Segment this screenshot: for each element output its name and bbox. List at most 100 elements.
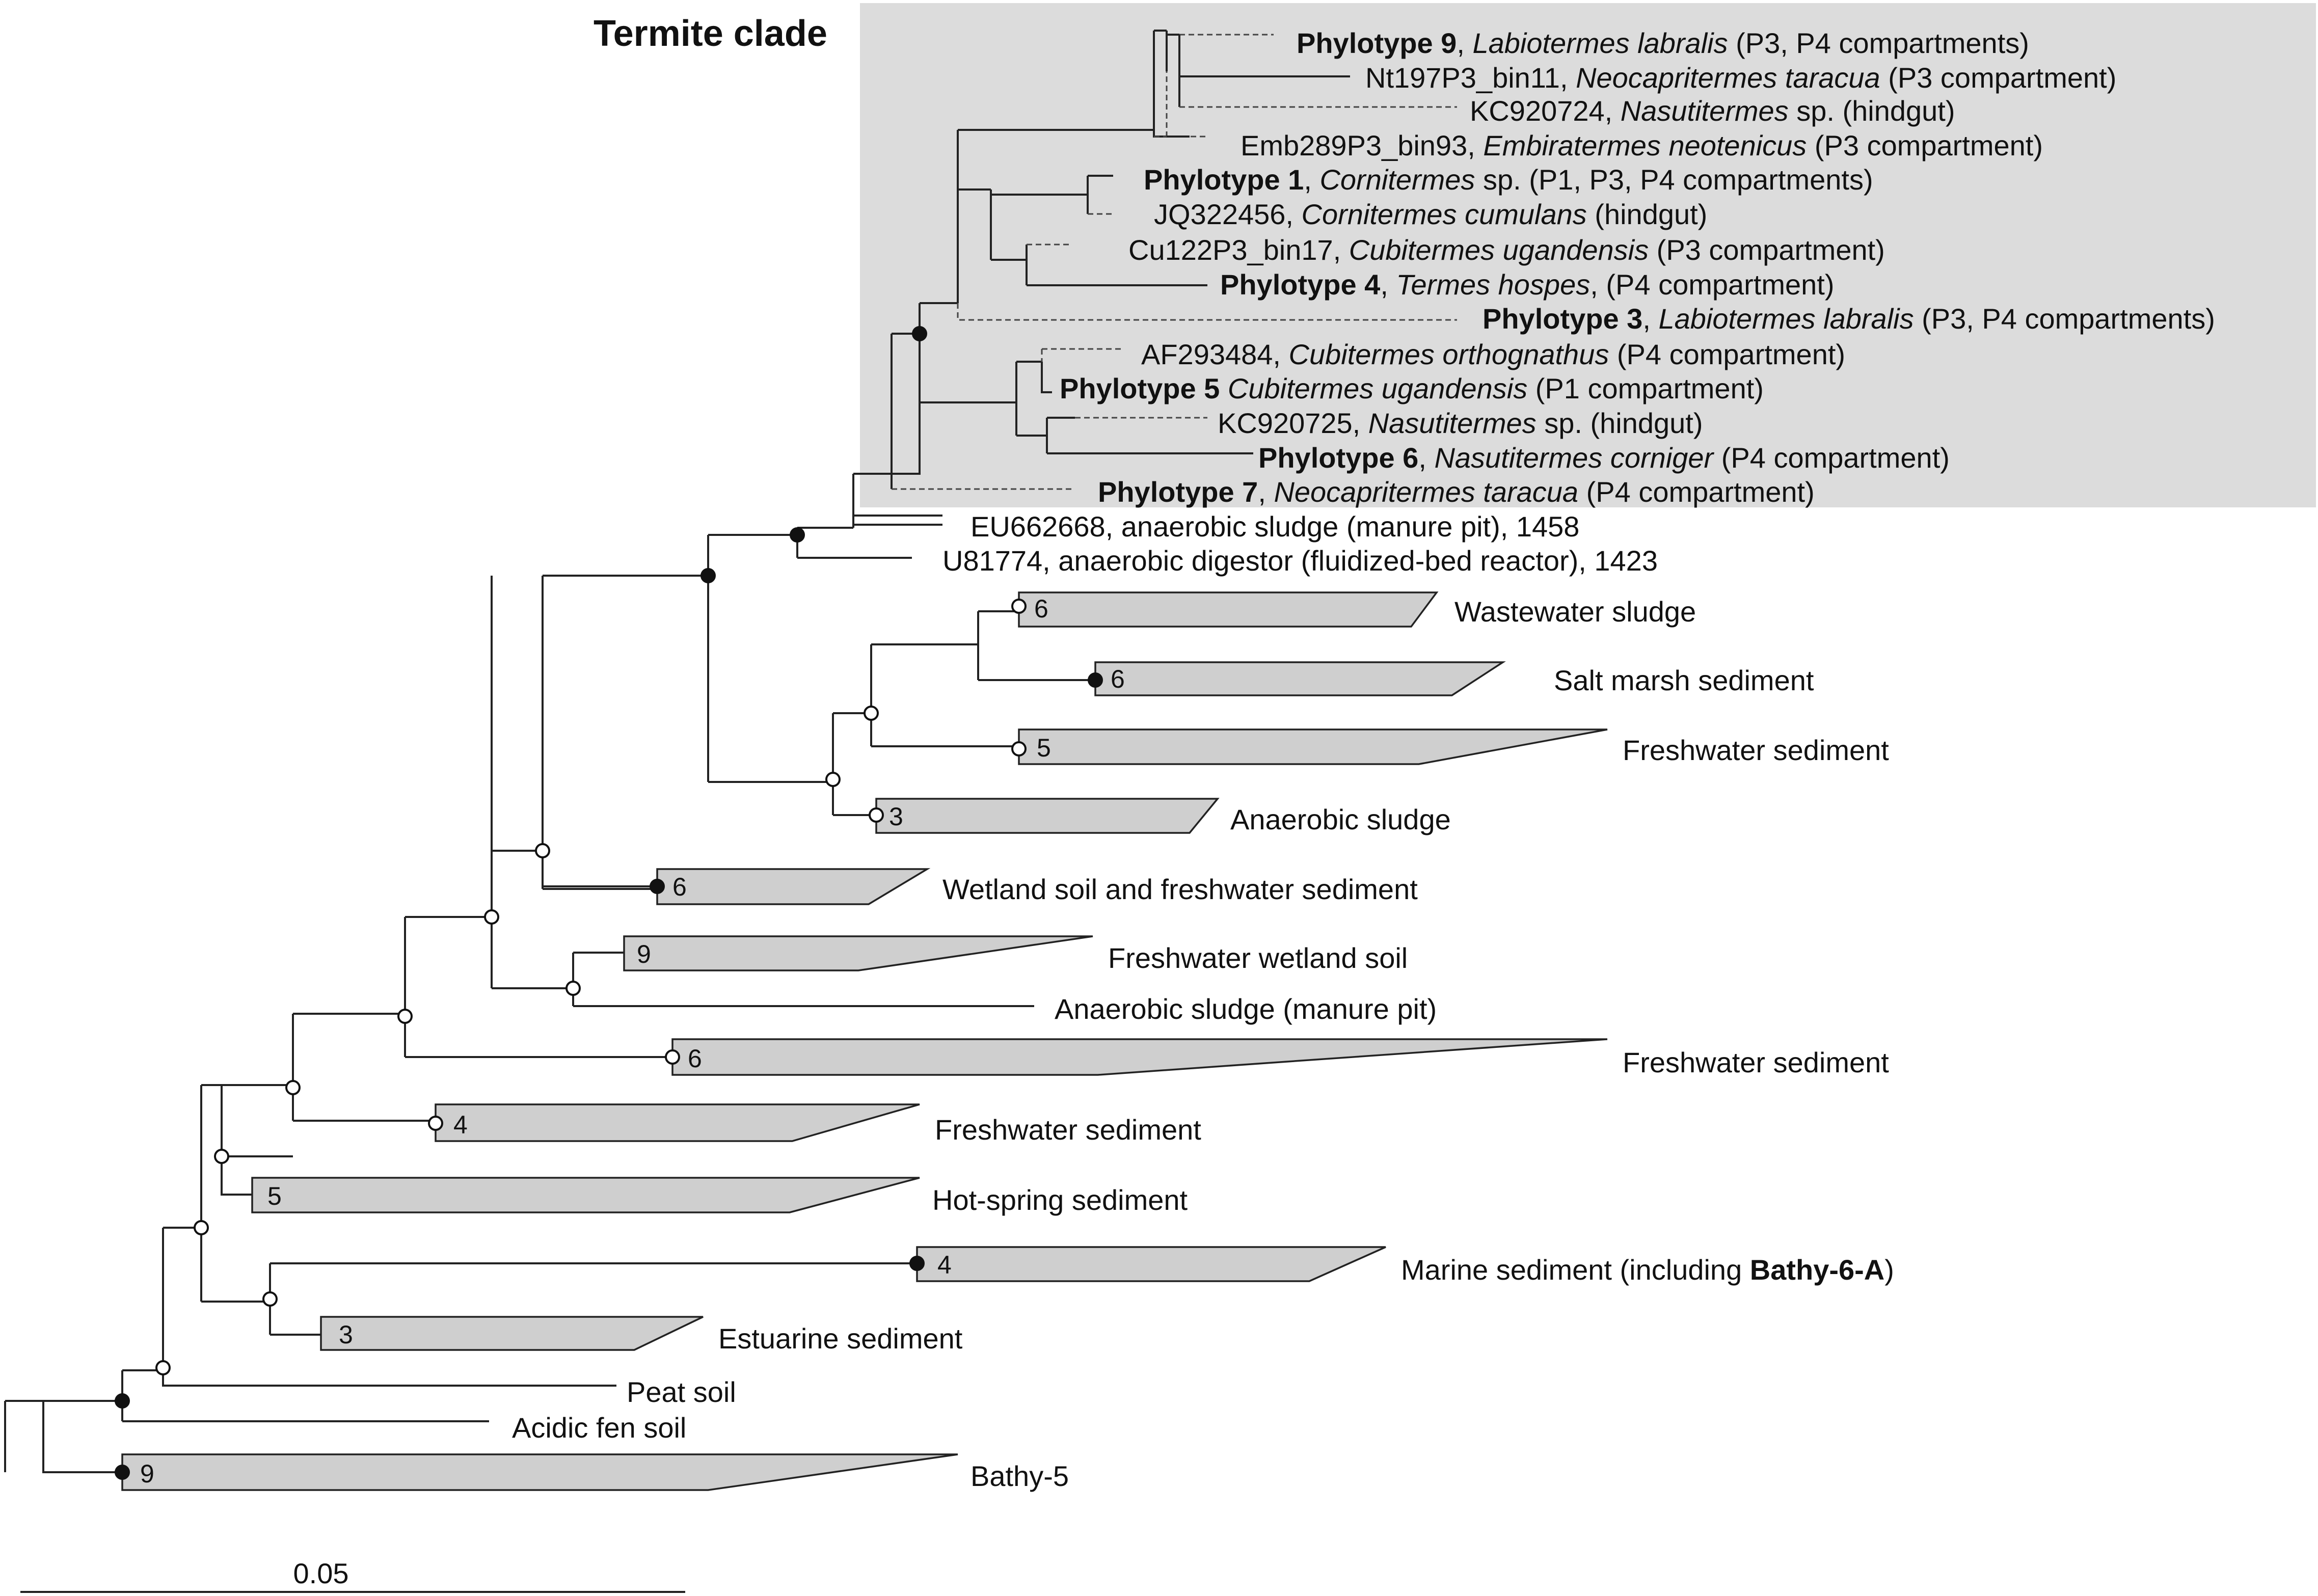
label-part: Cornitermes cumulans xyxy=(1302,198,1587,230)
wedge-freshwater-sediment-1 xyxy=(1018,728,1608,765)
node-open xyxy=(155,1360,171,1375)
node-filled xyxy=(1088,672,1103,688)
clade-label-marine-sediment: Marine sediment (including Bathy-6-A) xyxy=(1401,1254,1894,1286)
label-part: Salt marsh sediment xyxy=(1554,664,1814,696)
label-part: Hot-spring sediment xyxy=(932,1184,1188,1216)
label-part: Marine sediment (including xyxy=(1401,1254,1750,1286)
wedge-freshwater-wetland-soil xyxy=(623,935,1093,971)
clade-label-freshwater-sediment-2: Freshwater sediment xyxy=(1623,1046,1889,1078)
count-freshwater-wetland-soil: 9 xyxy=(637,940,651,968)
node-open xyxy=(285,1080,301,1095)
label-part: Termes hospes xyxy=(1396,268,1590,301)
collapsed-clade-wedges xyxy=(121,591,1608,1491)
label-part: Labiotermes labralis xyxy=(1658,303,1913,335)
label-part: , xyxy=(1380,268,1396,301)
node-filled xyxy=(115,1393,130,1409)
outgroup-labels: EU662668, anaerobic sludge (manure pit),… xyxy=(512,510,1658,1444)
label-part: , xyxy=(1418,442,1434,474)
count-salt-marsh-sediment: 6 xyxy=(1111,665,1125,693)
label-part: Bathy-6-A xyxy=(1750,1254,1884,1286)
label-part: ) xyxy=(1884,1254,1894,1286)
clade-label-salt-marsh-sediment: Salt marsh sediment xyxy=(1554,664,1814,696)
count-wetland-soil: 6 xyxy=(672,873,687,901)
label-part: Wastewater sludge xyxy=(1454,596,1696,628)
leaf-emb289p3-bin93: Emb289P3_bin93, Embiratermes neotenicus … xyxy=(1241,129,2043,161)
leaf-phylotype-5: Phylotype 5 Cubitermes ugandensis (P1 co… xyxy=(1060,372,1764,404)
leaf-eu662668: EU662668, anaerobic sludge (manure pit),… xyxy=(971,510,1579,543)
leaf-jq322456: JQ322456, Cornitermes cumulans (hindgut) xyxy=(1154,198,1707,230)
count-marine-sediment: 4 xyxy=(937,1251,952,1279)
wedge-wetland-soil xyxy=(656,868,931,905)
label-part: (hindgut) xyxy=(1587,198,1708,230)
leaf-u81774: U81774, anaerobic digestor (fluidized-be… xyxy=(942,545,1658,577)
label-part: Phylotype 7 xyxy=(1098,476,1258,508)
node-open xyxy=(1011,741,1027,756)
label-part: Emb289P3_bin93, xyxy=(1241,129,1483,161)
leaf-phylotype-6: Phylotype 6, Nasutitermes corniger (P4 c… xyxy=(1258,442,1950,474)
clade-label-wetland-soil: Wetland soil and freshwater sediment xyxy=(942,873,1418,905)
label-part: Nasutitermes xyxy=(1368,407,1537,439)
label-part: Acidic fen soil xyxy=(512,1412,686,1444)
label-part: Phylotype 6 xyxy=(1258,442,1418,474)
label-part: Nasutitermes xyxy=(1621,95,1789,127)
wedge-freshwater-sediment-3 xyxy=(435,1103,920,1142)
label-part: Estuarine sediment xyxy=(718,1322,963,1355)
count-wastewater-sludge: 6 xyxy=(1034,594,1048,623)
label-part: Nt197P3_bin11, xyxy=(1365,62,1576,94)
label-part: , xyxy=(1304,164,1319,196)
node-open xyxy=(665,1049,680,1065)
scale-bar: 0.05 xyxy=(20,1557,685,1593)
leaf-peat-soil: Peat soil xyxy=(627,1376,736,1408)
termite-clade-title: Termite clade xyxy=(594,13,827,54)
wedge-wastewater-sludge xyxy=(1018,591,1439,628)
node-filled xyxy=(790,527,805,543)
label-part: Phylotype 3 xyxy=(1483,303,1642,335)
clade-label-freshwater-wetland-soil: Freshwater wetland soil xyxy=(1108,942,1408,974)
node-open xyxy=(869,807,884,823)
wedge-anaerobic-sludge xyxy=(875,798,1220,834)
node-filled xyxy=(909,1256,925,1271)
leaf-phylotype-9: Phylotype 9, Labiotermes labralis (P3, P… xyxy=(1297,27,2029,59)
termite-clade-labels: Phylotype 9, Labiotermes labralis (P3, P… xyxy=(1060,27,2215,508)
label-part: Freshwater sediment xyxy=(935,1114,1201,1146)
node-filled xyxy=(650,879,665,894)
label-part: sp. (P1, P3, P4 compartments) xyxy=(1475,164,1873,196)
label-part: (P1 compartment) xyxy=(1527,372,1764,404)
count-bathy-5: 9 xyxy=(140,1459,154,1488)
label-part: Wetland soil and freshwater sediment xyxy=(942,873,1418,905)
leaf-anaerobic-sludge-manure-pit: Anaerobic sludge (manure pit) xyxy=(1055,993,1437,1025)
clade-counts: 6 6 5 3 6 9 6 4 5 4 3 9 xyxy=(140,594,1125,1488)
label-part: Phylotype 4 xyxy=(1220,268,1380,301)
label-part: Freshwater sediment xyxy=(1623,1046,1889,1078)
label-part: sp. (hindgut) xyxy=(1537,407,1703,439)
node-open xyxy=(214,1149,229,1164)
wedge-marine-sediment xyxy=(916,1246,1386,1282)
count-hot-spring-sediment: 5 xyxy=(267,1182,282,1210)
label-part: Cubitermes ugandensis xyxy=(1228,372,1527,404)
leaf-acidic-fen-soil: Acidic fen soil xyxy=(512,1412,686,1444)
node-open xyxy=(864,706,879,721)
scale-bar-label: 0.05 xyxy=(293,1557,349,1589)
label-part: Cubitermes ugandensis xyxy=(1349,234,1649,266)
label-part: Cornitermes xyxy=(1319,164,1475,196)
label-part: KC920725, xyxy=(1218,407,1368,439)
wedge-salt-marsh-sediment xyxy=(1094,661,1506,696)
node-open xyxy=(825,772,841,787)
clade-label-freshwater-sediment-3: Freshwater sediment xyxy=(935,1114,1201,1146)
node-open xyxy=(194,1220,209,1235)
label-part: Phylotype 9 xyxy=(1297,27,1457,59)
node-filled xyxy=(912,326,927,341)
node-open xyxy=(535,843,550,858)
node-open xyxy=(1011,599,1027,614)
label-part: Cu122P3_bin17, xyxy=(1128,234,1349,266)
node-open xyxy=(565,981,581,996)
label-part: (P3 compartment) xyxy=(1807,129,2043,161)
node-filled xyxy=(115,1465,130,1480)
node-filled xyxy=(700,568,716,583)
collapsed-clade-labels: Wastewater sludge Salt marsh sediment Fr… xyxy=(718,596,1894,1492)
leaf-af293484: AF293484, Cubitermes orthognathus (P4 co… xyxy=(1141,338,1845,370)
label-part: (P3, P4 compartments) xyxy=(1914,303,2215,335)
label-part: Phylotype 1 xyxy=(1144,164,1304,196)
count-freshwater-sediment-2: 6 xyxy=(688,1044,702,1073)
